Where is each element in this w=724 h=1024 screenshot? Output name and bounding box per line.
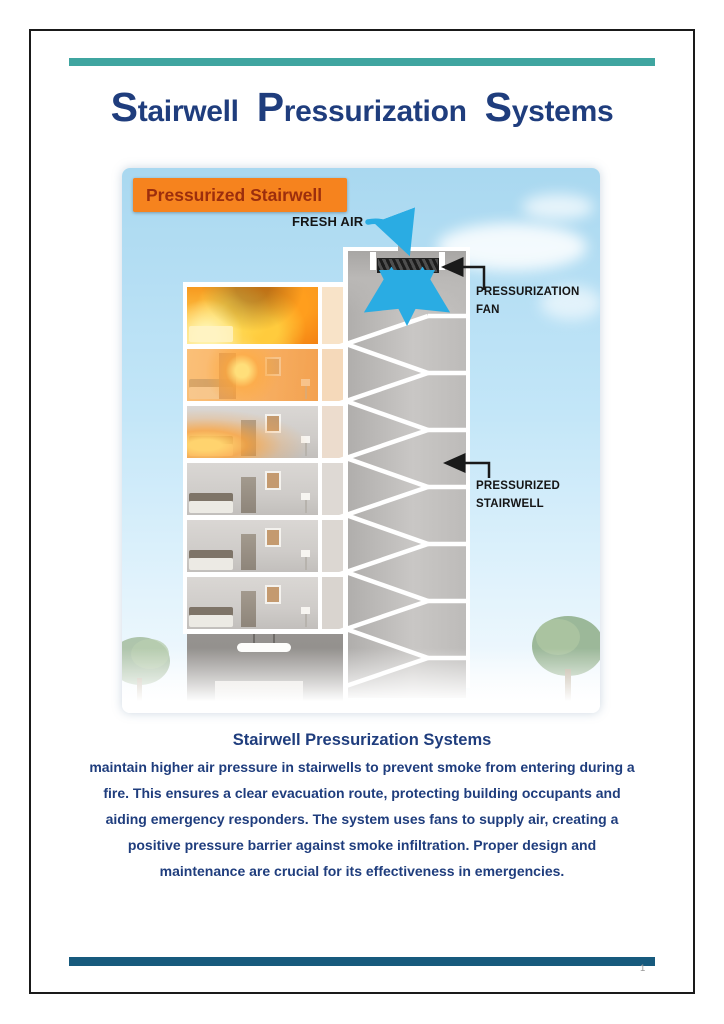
picture-frame (265, 471, 281, 490)
stair-flights (339, 313, 466, 689)
paragraph-line: maintain higher air pressure in stairwel… (89, 759, 635, 775)
shaft-right-wall (466, 248, 470, 688)
wardrobe (241, 534, 256, 570)
bottom-fade (122, 648, 600, 713)
title-word: Stairwell (110, 84, 239, 130)
floor-slab (183, 572, 344, 577)
wardrobe (241, 477, 256, 513)
pressurized-stairwell-label: PRESSURIZED STAIRWELL (476, 480, 560, 510)
paragraph-line: aiding emergency responders. The system … (105, 811, 619, 827)
floor-slab (183, 344, 344, 349)
floor-slab (183, 458, 344, 463)
building-floor-normal (187, 463, 318, 515)
stairwell-callout-arrow-icon (443, 453, 491, 478)
bed (189, 607, 233, 627)
fresh-air-label: FRESH AIR (292, 214, 364, 229)
diagram-banner: Pressurized Stairwell (133, 178, 347, 212)
ceiling-light (237, 643, 291, 652)
cloud (540, 286, 600, 320)
building-left-wall (183, 282, 187, 634)
light-cord (253, 634, 255, 643)
picture-frame (265, 585, 281, 604)
light-cord (273, 634, 275, 643)
pressurization-fan-label: PRESSURIZATION FAN (476, 286, 580, 316)
floor-slab (183, 282, 344, 287)
bed (189, 493, 233, 513)
corridor (322, 577, 343, 629)
building-floor-normal (187, 577, 318, 629)
lamp (301, 607, 310, 627)
bed (189, 550, 233, 570)
room-corridor-wall (318, 282, 322, 634)
top-divider-rule (69, 58, 655, 66)
fire-glow-overlay (187, 349, 318, 401)
building-floor-bed-fire (187, 406, 318, 458)
lamp (301, 493, 310, 513)
fan-callout-arrow-icon (441, 257, 486, 290)
paragraph-line: positive pressure barrier against smoke … (127, 837, 597, 853)
section-heading: Stairwell Pressurization Systems (232, 731, 492, 749)
floor-slab (183, 515, 344, 520)
title-word: Systems (484, 84, 614, 130)
picture-frame (265, 528, 281, 547)
building-floor-fire-spreading (187, 349, 318, 401)
cloud (522, 194, 594, 220)
diagram-vector-overlay (122, 207, 600, 702)
page-border (29, 29, 695, 994)
fire-glow-overlay (187, 406, 318, 458)
fresh-air-arrow-icon (365, 207, 415, 257)
corridor (322, 463, 343, 515)
lamp (301, 550, 310, 570)
corridor (322, 349, 343, 401)
corridor (322, 520, 343, 572)
building-floor-normal (187, 520, 318, 572)
building-floor-fire (187, 287, 318, 344)
floor-slab (183, 629, 344, 634)
bed (189, 326, 233, 342)
title-word: Pressurization (256, 84, 467, 130)
page-number: 1 (640, 963, 646, 974)
floor-slab (183, 401, 344, 406)
paragraph-line: maintenance are crucial for its effectiv… (159, 863, 565, 879)
stairwell-diagram: Pressurized Stairwell FRESH AIR PRESSURI… (122, 168, 600, 713)
corridor (322, 406, 343, 458)
vent-slot (370, 252, 376, 270)
page-title: Stairwell Pressurization Systems (0, 84, 724, 131)
paragraph-line: fire. This ensures a clear evacuation ro… (103, 785, 621, 801)
corridor (322, 287, 343, 344)
air-spread-arrows-icon (363, 266, 451, 326)
shaft-left-wall (343, 248, 348, 698)
bottom-divider-rule (69, 957, 655, 966)
wardrobe (241, 591, 256, 627)
